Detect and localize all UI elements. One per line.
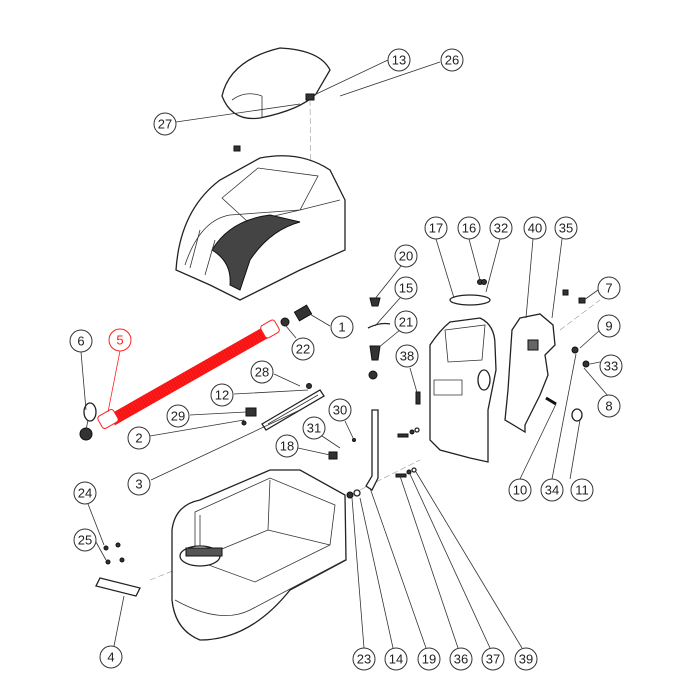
callout-group: 13 26 27 1 22 6 5 20 15 21 38 17 16 32 4…: [69, 48, 623, 671]
upper-cover-part: [175, 155, 346, 301]
callout-9[interactable]: 9: [597, 314, 621, 338]
callout-label: 40: [528, 221, 542, 236]
callout-label: 16: [462, 221, 476, 236]
callout-label: 29: [171, 409, 185, 424]
callout-label: 21: [399, 315, 413, 330]
callout-24[interactable]: 24: [73, 481, 97, 505]
callout-23[interactable]: 23: [352, 647, 376, 671]
callout-label: 13: [392, 53, 406, 68]
callout-label: 37: [486, 652, 500, 667]
callout-19[interactable]: 19: [417, 647, 441, 671]
callout-26[interactable]: 26: [440, 48, 464, 72]
callout-label: 39: [519, 652, 533, 667]
callout-label: 38: [400, 349, 414, 364]
shield-part: [504, 289, 590, 434]
callout-label: 34: [545, 483, 559, 498]
callout-35[interactable]: 35: [554, 216, 578, 240]
callout-32[interactable]: 32: [489, 216, 513, 240]
panel-part: [395, 317, 497, 478]
callout-17[interactable]: 17: [424, 216, 448, 240]
callout-31[interactable]: 31: [302, 416, 326, 440]
callout-5[interactable]: 5: [108, 328, 132, 352]
callout-8[interactable]: 8: [597, 394, 621, 418]
callout-15[interactable]: 15: [394, 276, 418, 300]
callout-38[interactable]: 38: [395, 344, 419, 368]
callout-13[interactable]: 13: [387, 48, 411, 72]
callout-label: 9: [605, 319, 612, 334]
callout-label: 35: [559, 221, 573, 236]
callout-label: 5: [116, 333, 123, 348]
callout-label: 31: [307, 421, 321, 436]
screw-part: [233, 145, 241, 152]
callout-25[interactable]: 25: [73, 528, 97, 552]
callout-3[interactable]: 3: [127, 472, 151, 496]
callout-label: 14: [389, 652, 403, 667]
callout-label: 22: [296, 342, 310, 357]
callout-27[interactable]: 27: [153, 112, 177, 136]
callout-10[interactable]: 10: [508, 478, 532, 502]
callout-11[interactable]: 11: [570, 478, 594, 502]
callout-label: 15: [399, 281, 413, 296]
callout-2[interactable]: 2: [127, 426, 151, 450]
rail-part: [241, 383, 356, 460]
cap-part: [79, 402, 97, 441]
callout-label: 11: [575, 483, 589, 498]
callout-16[interactable]: 16: [457, 216, 481, 240]
fitting-part: [280, 304, 313, 327]
callout-label: 3: [135, 477, 142, 492]
callout-37[interactable]: 37: [481, 647, 505, 671]
callout-12[interactable]: 12: [210, 383, 234, 407]
callout-33[interactable]: 33: [599, 354, 623, 378]
callout-label: 36: [454, 652, 468, 667]
callout-18[interactable]: 18: [275, 434, 299, 458]
callout-7[interactable]: 7: [597, 276, 621, 300]
callout-label: 24: [78, 486, 92, 501]
callout-20[interactable]: 20: [394, 244, 418, 268]
tube-part: [346, 297, 391, 499]
callout-14[interactable]: 14: [384, 647, 408, 671]
callout-label: 27: [158, 117, 172, 132]
callout-label: 25: [78, 533, 92, 548]
callout-21[interactable]: 21: [394, 310, 418, 334]
callout-label: 26: [445, 53, 459, 68]
callout-28[interactable]: 28: [250, 360, 274, 384]
plate-part: [449, 279, 491, 306]
callout-label: 28: [255, 365, 269, 380]
callout-1[interactable]: 1: [330, 315, 354, 339]
callout-label: 17: [429, 221, 443, 236]
bracket-part: [95, 542, 141, 597]
callout-36[interactable]: 36: [449, 647, 473, 671]
callout-4[interactable]: 4: [99, 645, 123, 669]
callout-label: 2: [135, 431, 142, 446]
hose-part: [97, 319, 280, 429]
callout-label: 18: [280, 439, 294, 454]
callout-29[interactable]: 29: [166, 404, 190, 428]
tank-part: [171, 469, 347, 641]
callout-label: 10: [513, 483, 527, 498]
callout-label: 20: [399, 249, 413, 264]
lid-part: [221, 47, 331, 120]
callout-34[interactable]: 34: [540, 478, 564, 502]
callout-label: 19: [422, 652, 436, 667]
callout-label: 7: [605, 281, 612, 296]
callout-label: 30: [333, 403, 347, 418]
callout-label: 12: [215, 388, 229, 403]
callout-40[interactable]: 40: [523, 216, 547, 240]
callout-label: 8: [605, 399, 612, 414]
callout-39[interactable]: 39: [514, 647, 538, 671]
callout-label: 23: [357, 652, 371, 667]
callout-22[interactable]: 22: [291, 337, 315, 361]
callout-30[interactable]: 30: [328, 398, 352, 422]
callout-label: 32: [494, 221, 508, 236]
callout-label: 1: [338, 320, 345, 335]
callout-6[interactable]: 6: [69, 329, 93, 353]
callout-label: 4: [107, 650, 114, 665]
leader-lines: [80, 59, 609, 649]
callout-label: 33: [604, 359, 618, 374]
callout-label: 6: [77, 334, 84, 349]
